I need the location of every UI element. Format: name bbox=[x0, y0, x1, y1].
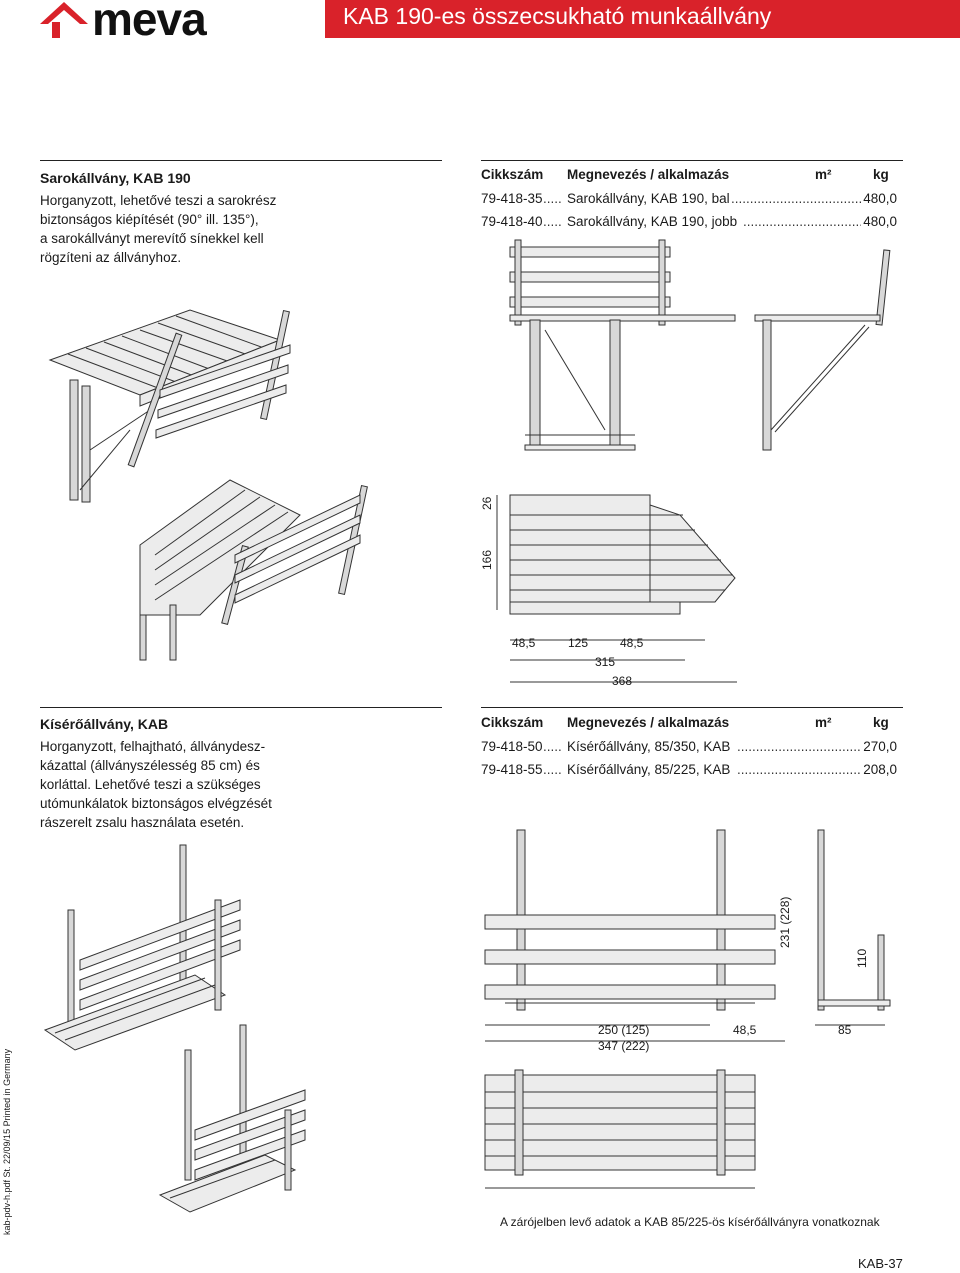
table-row: 79-418-55 ..... Kísérőállvány, 85/225, K… bbox=[481, 762, 897, 782]
row-kg: 270,0 bbox=[863, 739, 897, 754]
row-code: 79-418-40 bbox=[481, 214, 543, 229]
corner-scaffold-iso-1 bbox=[48, 309, 291, 503]
print-info: kab-pdv-h.pdf St. 22/09/15 Printed in Ge… bbox=[2, 1048, 12, 1235]
header-kg: kg bbox=[873, 715, 889, 730]
corner-scaffold-plan-view bbox=[496, 494, 737, 683]
section2-rule-right bbox=[481, 707, 903, 708]
desc-line: Horganyzott, lehetővé teszi a sarokrész bbox=[40, 193, 277, 208]
row-kg: 208,0 bbox=[863, 762, 897, 777]
follower-scaffold-side-view bbox=[817, 829, 891, 1011]
corner-scaffold-side-view bbox=[754, 249, 891, 451]
section2-description: Horganyzott, felhajtható, állványdesz- k… bbox=[40, 737, 272, 832]
desc-line: korláttal. Lehetővé teszi a szükséges bbox=[40, 777, 261, 792]
row-leader: ........................................ bbox=[737, 762, 861, 777]
follower-scaffold-iso-2 bbox=[158, 1024, 306, 1213]
section2-title: Kísérőállvány, KAB bbox=[40, 716, 169, 732]
dim-368: 368 bbox=[612, 674, 633, 688]
desc-line: rászerelt zsalu használata esetén. bbox=[40, 815, 245, 830]
section1-rule-left bbox=[40, 160, 442, 161]
dim-166: 166 bbox=[480, 549, 494, 570]
row-kg: 480,0 bbox=[863, 214, 897, 229]
dim-48-5: 48,5 bbox=[733, 1023, 757, 1037]
dim-315: 315 bbox=[595, 655, 616, 669]
section1-description: Horganyzott, lehetővé teszi a sarokrész … bbox=[40, 191, 276, 267]
table-row: 79-418-35 ..... Sarokállvány, KAB 190, b… bbox=[481, 191, 897, 211]
row-leader: ..... bbox=[543, 762, 562, 777]
corner-scaffold-iso-2 bbox=[139, 479, 368, 661]
desc-line: kázattal (állványszélesség 85 cm) és bbox=[40, 758, 260, 773]
follower-scaffold-iso-1 bbox=[43, 844, 241, 1051]
page-title: KAB 190-es összecsukható munkaállvány bbox=[343, 3, 772, 29]
dim-110: 110 bbox=[855, 948, 869, 968]
section1-rule-right bbox=[481, 160, 903, 161]
dim-48-5-left: 48,5 bbox=[512, 636, 536, 650]
row-leader: ........................................ bbox=[737, 739, 861, 754]
row-leader: ........................................ bbox=[743, 214, 861, 229]
section1-title: Sarokállvány, KAB 190 bbox=[40, 170, 191, 186]
dim-26: 26 bbox=[480, 496, 494, 510]
title-bar: KAB 190-es összecsukható munkaállvány bbox=[325, 0, 960, 38]
dim-48-5-right: 48,5 bbox=[620, 636, 644, 650]
follower-scaffold-front-view bbox=[484, 829, 776, 1011]
section2-rule-left bbox=[40, 707, 442, 708]
dimension-lines bbox=[485, 1024, 885, 1042]
dim-231: 231 (228) bbox=[778, 896, 792, 948]
row-leader: ..... bbox=[543, 214, 562, 229]
table-row: 79-418-50 ..... Kísérőállvány, 85/350, K… bbox=[481, 739, 897, 759]
dim-347: 347 (222) bbox=[598, 1039, 650, 1053]
row-code: 79-418-55 bbox=[481, 762, 543, 777]
header-kg: kg bbox=[873, 167, 889, 182]
row-name: Sarokállvány, KAB 190, bal bbox=[567, 191, 730, 206]
follower-scaffold-plan-view bbox=[484, 1069, 756, 1189]
meva-logo: meva bbox=[40, 0, 270, 45]
logo-text: meva bbox=[92, 0, 207, 45]
corner-scaffold-front-view bbox=[509, 239, 736, 451]
section1-table: Cikkszám Megnevezés / alkalmazás m² kg 7… bbox=[481, 167, 897, 237]
row-name: Kísérőállvány, 85/350, KAB bbox=[567, 739, 731, 754]
row-leader: ........................................ bbox=[731, 191, 861, 206]
row-name: Kísérőállvány, 85/225, KAB bbox=[567, 762, 731, 777]
header-m2: m² bbox=[815, 715, 832, 730]
desc-line: a sarokállványt merevítő sínekkel kell bbox=[40, 231, 264, 246]
page-number: KAB-37 bbox=[858, 1256, 903, 1271]
row-code: 79-418-35 bbox=[481, 191, 543, 206]
row-leader: ..... bbox=[543, 739, 562, 754]
header-m2: m² bbox=[815, 167, 832, 182]
footnote: A zárójelben levő adatok a KAB 85/225-ös… bbox=[500, 1215, 880, 1229]
header-name: Megnevezés / alkalmazás bbox=[567, 715, 730, 730]
row-kg: 480,0 bbox=[863, 191, 897, 206]
dim-125: 125 bbox=[568, 636, 589, 650]
row-leader: ..... bbox=[543, 191, 562, 206]
row-name: Sarokállvány, KAB 190, jobb bbox=[567, 214, 738, 229]
header-code: Cikkszám bbox=[481, 715, 544, 730]
desc-line: biztonságos kiépítését (90° ill. 135°), bbox=[40, 212, 259, 227]
desc-line: utómunkálatok biztonságos elvégzését bbox=[40, 796, 272, 811]
dim-250: 250 (125) bbox=[598, 1023, 650, 1037]
desc-line: rögzíteni az állványhoz. bbox=[40, 250, 182, 265]
row-code: 79-418-50 bbox=[481, 739, 543, 754]
table-row: 79-418-40 ..... Sarokállvány, KAB 190, j… bbox=[481, 214, 897, 234]
dim-85: 85 bbox=[838, 1023, 852, 1037]
header-code: Cikkszám bbox=[481, 167, 544, 182]
section2-table: Cikkszám Megnevezés / alkalmazás m² kg 7… bbox=[481, 715, 897, 785]
logo-house-icon bbox=[40, 2, 88, 38]
header-name: Megnevezés / alkalmazás bbox=[567, 167, 730, 182]
desc-line: Horganyzott, felhajtható, állványdesz- bbox=[40, 739, 266, 754]
